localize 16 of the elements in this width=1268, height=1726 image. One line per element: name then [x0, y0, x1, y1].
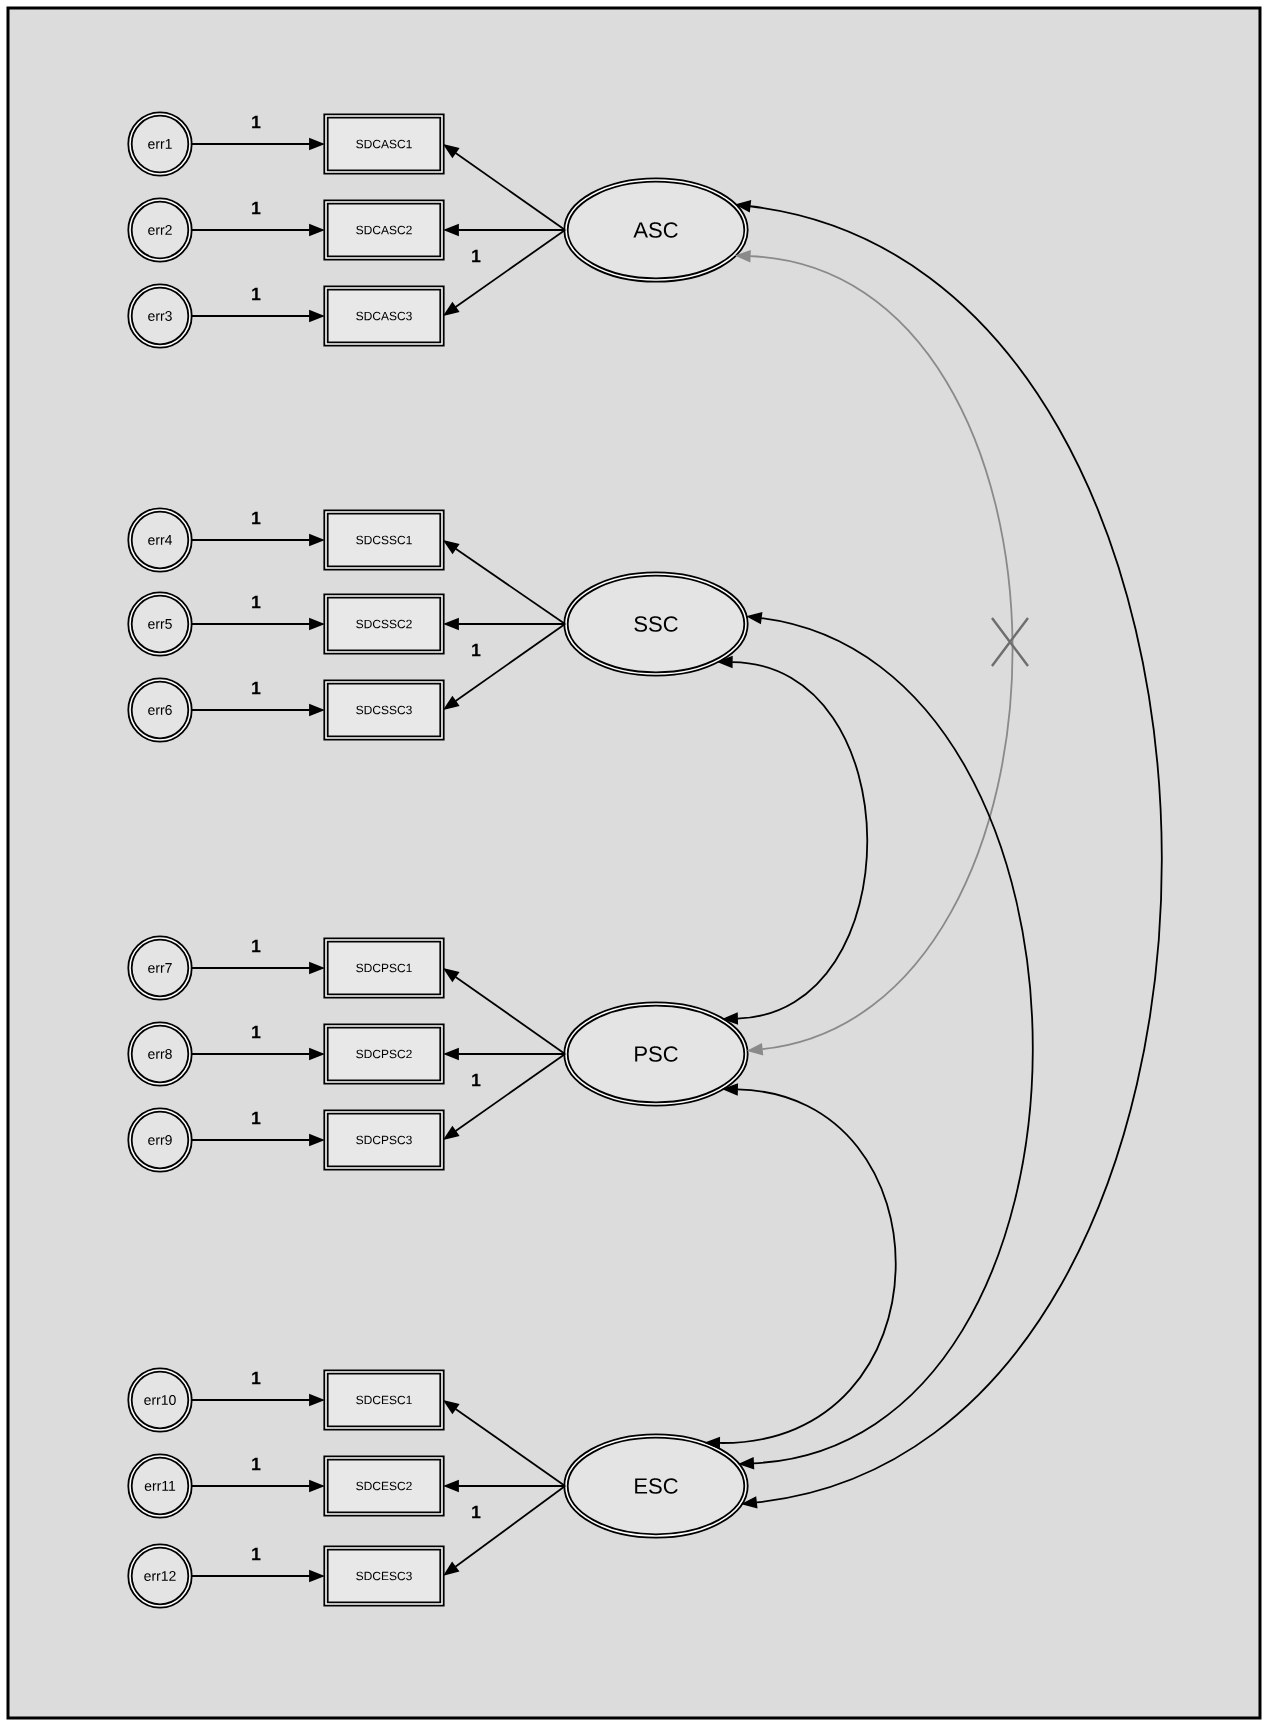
edge-label: 1: [472, 643, 481, 657]
edge-label: 1: [252, 511, 261, 525]
edge-label: 1: [252, 939, 261, 953]
edge-label: 1: [252, 1111, 261, 1125]
edge-label: 1: [252, 1025, 261, 1039]
edge-label: 1: [252, 1371, 261, 1385]
edge-label: 1: [472, 249, 481, 263]
edge-label: 1: [252, 287, 261, 301]
edge-label: 1: [472, 1073, 481, 1087]
edge-label: 1: [252, 1457, 261, 1471]
edge-label: 1: [252, 681, 261, 695]
edge-label: 1: [252, 115, 261, 129]
edge-label: 1: [472, 1505, 481, 1519]
edge-label: 1: [252, 595, 261, 609]
edge-label: 1: [252, 1547, 261, 1561]
edge-label: 1: [252, 201, 261, 215]
